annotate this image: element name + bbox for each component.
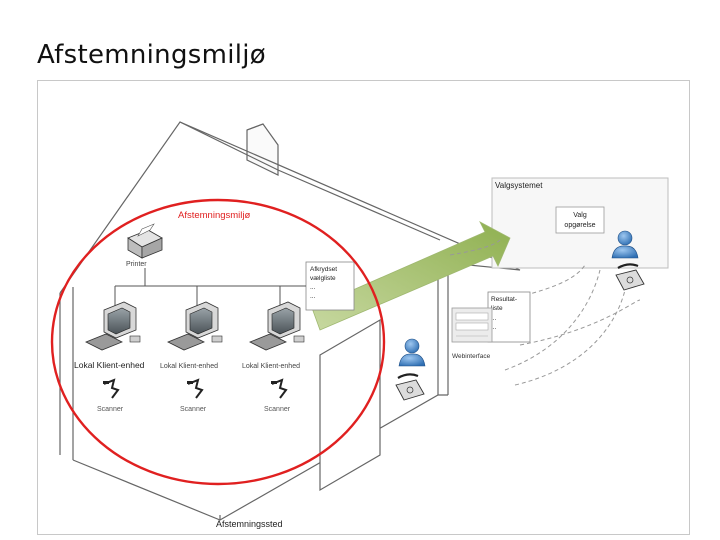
environment-label: Afstemningsmiljø: [178, 210, 251, 221]
checked-list-paper: Afkrydset vælgliste ... ...: [305, 261, 355, 311]
house-outline: [59, 121, 521, 521]
dashed-connections: [449, 239, 641, 386]
checked-list-line4: ...: [310, 293, 316, 300]
slide-title: Afstemningsmiljø: [37, 40, 267, 70]
scanner-icon: [103, 378, 120, 399]
web-interface-label: Webinterface: [452, 353, 491, 360]
result-list-paper: Resultat- liste ... ...: [487, 291, 531, 343]
scanner-icon: [187, 378, 204, 399]
telephone-icon: [395, 373, 425, 401]
valgsystem-title: Valgsystemet: [495, 181, 543, 190]
voting-environment-boundary: [50, 198, 386, 486]
client-computer-3: [249, 301, 305, 351]
result-list-line2: liste: [491, 305, 503, 312]
result-list-line4: ...: [491, 324, 497, 331]
valgsystem-box: Valgsystemet Valg opgørelse: [491, 177, 669, 269]
printer-label: Printer: [126, 261, 147, 268]
web-interface-form: Webinterface: [451, 307, 493, 360]
checked-list-line2: vælgliste: [310, 275, 336, 282]
scanner-icon: [271, 378, 288, 399]
upload-arrow: [311, 221, 511, 331]
printer-icon: [127, 223, 163, 259]
result-list-line1: Resultat-: [491, 296, 517, 303]
person-icon: [398, 338, 426, 367]
scanner-label-3: Scanner: [264, 406, 291, 413]
client-computer-1: [85, 301, 141, 351]
result-list-line3: ...: [491, 315, 497, 322]
client-label-1: Lokal Klient-enhed: [74, 360, 145, 370]
opgoerelse-label: opgørelse: [564, 222, 595, 229]
venue-label: Afstemningssted: [216, 519, 283, 529]
checked-list-line1: Afkrydset: [310, 266, 337, 273]
valg-label: Valg: [573, 212, 587, 219]
scanner-label-2: Scanner: [180, 406, 207, 413]
scanner-label-1: Scanner: [97, 406, 124, 413]
network-lines: [114, 268, 306, 306]
client-computer-2: [167, 301, 223, 351]
client-label-3: Lokal Klient-enhed: [242, 363, 300, 370]
person-icon: [611, 230, 639, 259]
client-label-2: Lokal Klient-enhed: [160, 363, 218, 370]
telephone-icon: [615, 263, 645, 291]
checked-list-line3: ...: [310, 284, 316, 291]
